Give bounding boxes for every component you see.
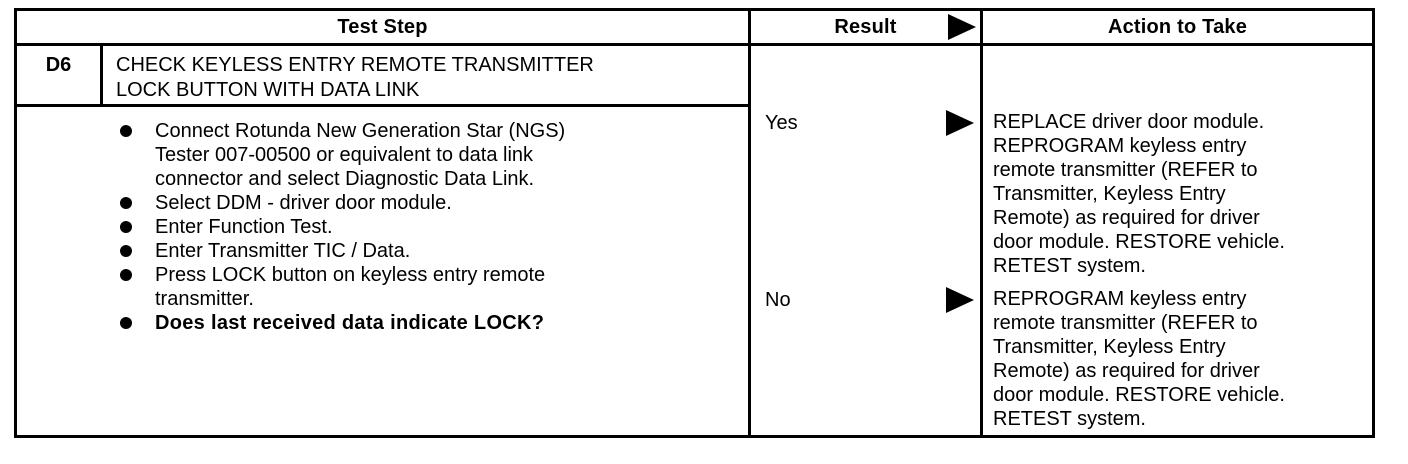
result-no-label: No [765,288,791,311]
result-body: Yes No [751,46,980,432]
question-text: Does last received data indicate LOCK? [155,312,545,334]
bullet-icon [120,317,132,329]
list-item: Enter Transmitter TIC / Data. [120,239,738,263]
action-no-text: REPROGRAM keyless entry remote transmitt… [993,288,1285,430]
bullet-icon [120,269,132,281]
instruction-text: Enter Transmitter TIC / Data. [155,240,411,262]
list-item: Enter Function Test. [120,215,738,239]
list-item-question: Does last received data indicate LOCK? [120,311,738,335]
step-title-row: D6 CHECK KEYLESS ENTRY REMOTE TRANSMITTE… [17,46,748,107]
arrow-right-icon [946,110,974,136]
result-row-yes: Yes [765,110,974,136]
result-header-label: Result [834,15,897,38]
result-yes-label: Yes [765,111,798,134]
column-action: Action to Take REPLACE driver door modul… [980,11,1372,435]
arrow-right-icon [946,287,974,313]
bullet-icon [120,125,132,137]
list-item: Select DDM - driver door module. [120,191,738,215]
action-yes-text: REPLACE driver door module. REPROGRAM ke… [993,111,1285,277]
bullet-icon [120,221,132,233]
action-header: Action to Take [983,11,1372,46]
instruction-text: Press LOCK button on keyless entry remot… [155,264,546,310]
pinpoint-test-table: Test Step D6 CHECK KEYLESS ENTRY REMOTE … [14,8,1375,438]
test-step-header: Test Step [17,11,748,46]
result-header: Result [751,11,980,46]
column-test-step: Test Step D6 CHECK KEYLESS ENTRY REMOTE … [17,11,748,435]
instruction-text: Connect Rotunda New Generation Star (NGS… [155,120,566,190]
result-row-no: No [765,287,974,313]
bullet-icon [120,245,132,257]
step-instruction-list: Connect Rotunda New Generation Star (NGS… [17,107,748,335]
step-title: CHECK KEYLESS ENTRY REMOTE TRANSMITTER L… [116,54,594,101]
arrow-right-icon [948,14,976,40]
instruction-text: Enter Function Test. [155,216,333,238]
bullet-icon [120,197,132,209]
list-item: Press LOCK button on keyless entry remot… [120,263,738,311]
column-result: Result Yes No [748,11,980,435]
action-body: REPLACE driver door module. REPROGRAM ke… [983,46,1372,432]
test-step-body: D6 CHECK KEYLESS ENTRY REMOTE TRANSMITTE… [17,46,748,432]
step-id: D6 [17,46,103,104]
instruction-text: Select DDM - driver door module. [155,192,452,214]
list-item: Connect Rotunda New Generation Star (NGS… [120,119,738,191]
